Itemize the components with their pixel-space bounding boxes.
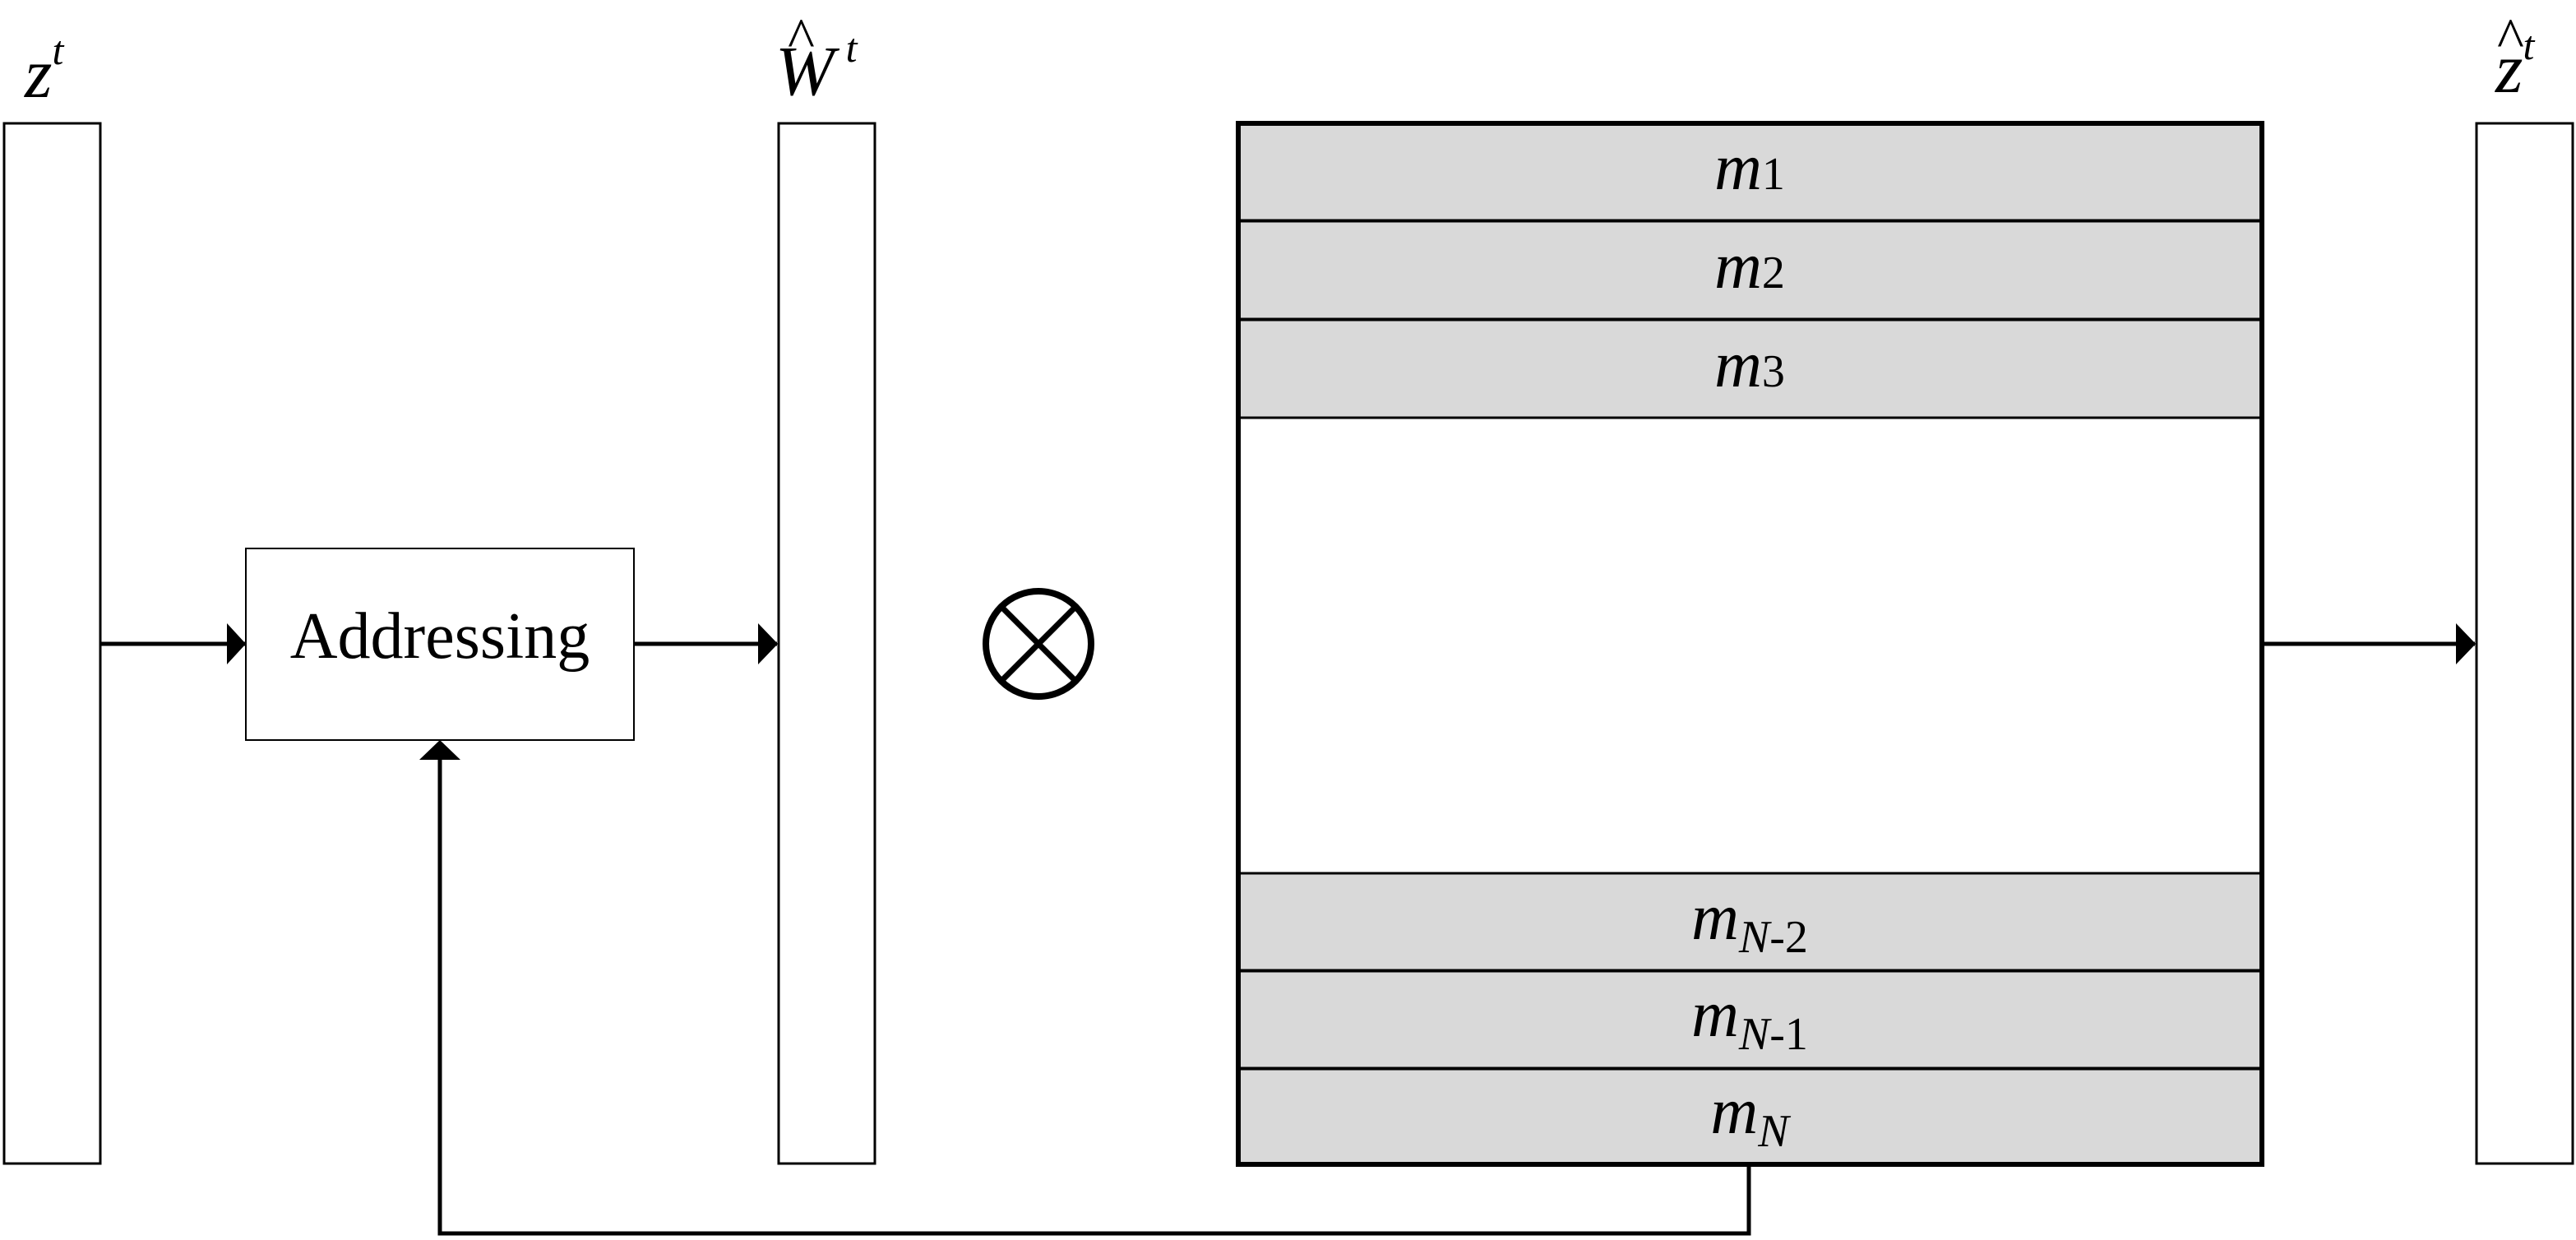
feedback-line — [437, 760, 1751, 1236]
z-hat-label: zt — [2495, 22, 2535, 108]
memory-matrix: m1 m2 m3 mN-2 mN-1 mN — [1236, 121, 2264, 1167]
memory-row-2-label: m2 — [1714, 230, 1785, 303]
z-hat-vector — [2475, 122, 2574, 1165]
arrowhead-addressing-bottom — [419, 740, 460, 760]
w-hat-vector — [777, 122, 876, 1165]
memory-row-n-label: mN — [1710, 1076, 1791, 1157]
memory-row-n-minus-1-label: mN-1 — [1691, 979, 1808, 1060]
memory-row-1-label: m1 — [1714, 132, 1785, 204]
z-input-label: zt — [24, 27, 64, 113]
z-hat-accent: ^ — [2497, 7, 2524, 71]
arrowhead-w-left — [758, 623, 778, 664]
arrowhead-zhat-left — [2456, 623, 2476, 664]
z-input-vector — [2, 122, 102, 1165]
w-hat-accent: ^ — [788, 7, 815, 71]
memory-row-n-minus-1 — [1237, 969, 2264, 1070]
arrowhead-addressing-left — [227, 623, 246, 664]
addressing-label: Addressing — [290, 600, 590, 673]
multiply-operator — [983, 588, 1094, 700]
memory-row-n-minus-2-label: mN-2 — [1691, 881, 1808, 963]
memory-row-3-label: m3 — [1714, 329, 1785, 401]
memory-row-n — [1237, 1067, 2264, 1166]
